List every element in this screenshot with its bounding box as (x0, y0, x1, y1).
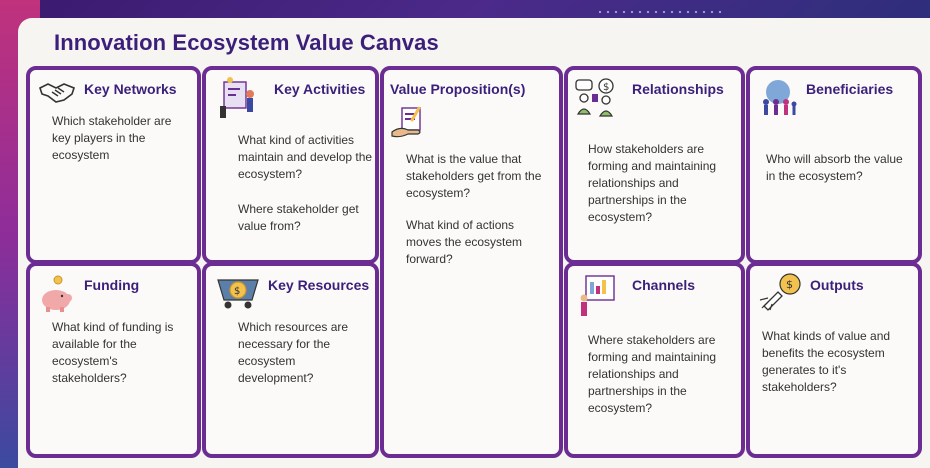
key-activities-text-2: Where stakeholder get value from? (238, 202, 359, 233)
decorative-dots (596, 10, 726, 14)
outputs-text: What kinds of value and benefits the eco… (762, 329, 891, 394)
key-activities-text-1: What kind of activities maintain and dev… (238, 133, 373, 181)
rocket-coin-icon: $ (758, 272, 802, 312)
funding-text: What kind of funding is available for th… (52, 320, 174, 385)
key-networks-box: Key Networks Which stakeholder are key p… (26, 66, 201, 264)
svg-text:$: $ (234, 286, 240, 297)
relationships-text: How stakeholders are forming and maintai… (588, 142, 717, 224)
activity-board-icon (218, 76, 258, 120)
outputs-title: Outputs (810, 277, 864, 293)
relationships-title: Relationships (632, 81, 724, 97)
presentation-screen-icon (578, 274, 618, 318)
key-resources-text: Which resources are necessary for the ec… (238, 320, 349, 385)
value-proposition-title: Value Proposition(s) (390, 81, 526, 97)
beneficiaries-box: Beneficiaries Who will absorb the value … (746, 66, 922, 264)
svg-text:$: $ (786, 278, 793, 291)
beneficiaries-text: Who will absorb the value in the ecosyst… (766, 152, 903, 183)
channels-box: Channels Where stakeholders are forming … (564, 262, 745, 458)
value-proposition-box: Value Proposition(s) What is the value t… (380, 66, 563, 458)
key-activities-box: Key Activities What kind of activities m… (202, 66, 379, 264)
beneficiaries-title: Beneficiaries (806, 81, 894, 97)
handshake-icon (38, 80, 76, 106)
channels-title: Channels (632, 277, 696, 293)
svg-text:$: $ (603, 82, 609, 93)
funding-box: Funding What kind of funding is availabl… (26, 262, 201, 458)
value-proposition-text-1: What is the value that stakeholders get … (406, 152, 542, 200)
key-activities-title: Key Activities (274, 81, 366, 97)
channels-text: Where stakeholders are forming and maint… (588, 333, 717, 415)
key-resources-box: $ Key Resources Which resources are nece… (202, 262, 379, 458)
piggy-bank-icon (38, 274, 76, 314)
value-proposition-text-2: What kind of actions moves the ecosystem… (406, 218, 523, 266)
hand-document-icon (390, 106, 428, 140)
funding-title: Funding (84, 277, 140, 293)
page-title: Innovation Ecosystem Value Canvas (54, 30, 439, 55)
key-networks-title: Key Networks (84, 81, 177, 97)
outputs-box: $ Outputs What kinds of value and benefi… (746, 262, 922, 458)
people-money-icon: $ (574, 78, 618, 118)
key-resources-title: Key Resources (268, 277, 370, 293)
resource-cart-icon: $ (216, 274, 260, 310)
people-group-icon (758, 78, 798, 118)
relationships-box: $ Relationships How stakeholders are for… (564, 66, 745, 264)
key-networks-text: Which stakeholder are key players in the… (52, 114, 172, 162)
